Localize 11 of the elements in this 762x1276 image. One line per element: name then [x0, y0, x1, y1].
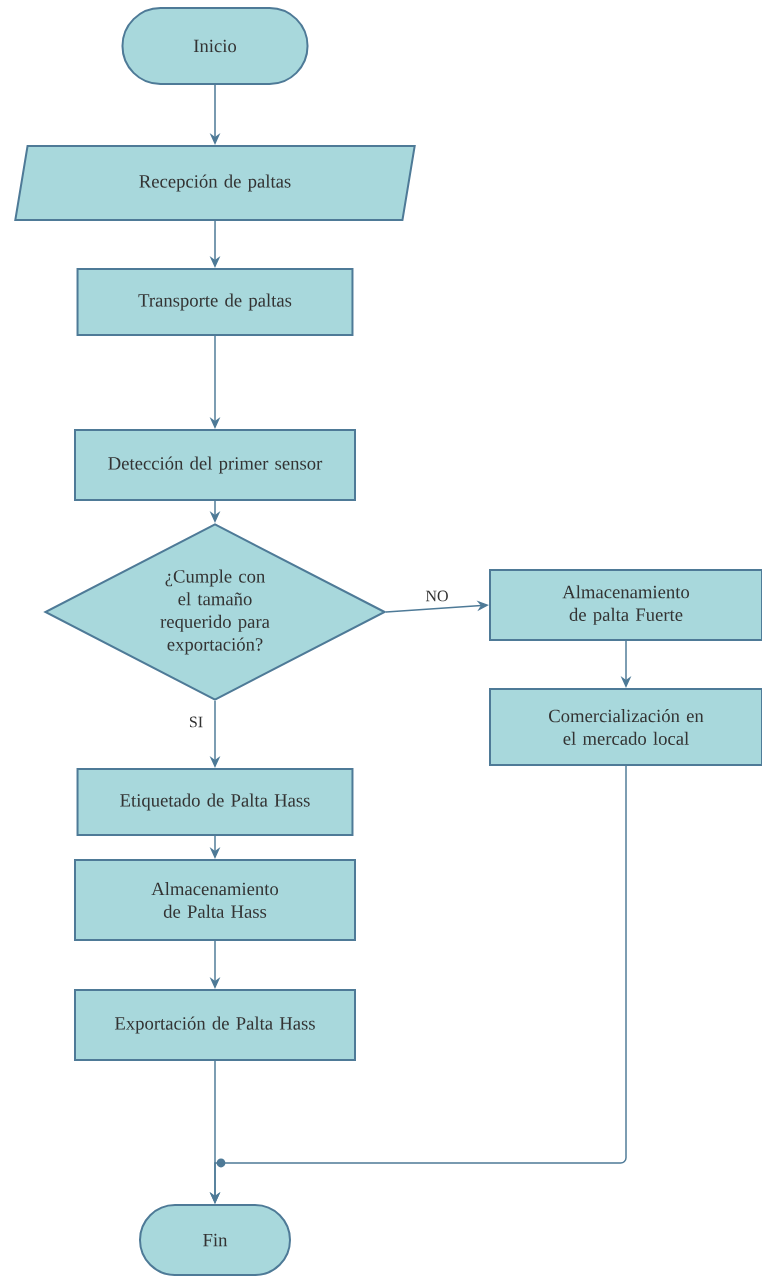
- edge-label: NO: [424, 589, 450, 603]
- process-box: Etiquetado de Palta Hass: [76, 768, 354, 836]
- process-box: Transporte de paltas: [76, 268, 354, 336]
- process-box: Almacenamiento de Palta Hass: [74, 859, 356, 941]
- edge-label: SI: [187, 715, 205, 729]
- terminal-oval: Fin: [139, 1204, 291, 1276]
- process-box: Exportación de Palta Hass: [74, 989, 356, 1061]
- process-box: Almacenamiento de palta Fuerte: [489, 569, 762, 641]
- process-box: Detección del primer sensor: [74, 429, 356, 501]
- process-box: Comercialización en el mercado local: [489, 688, 762, 766]
- data-parallelogram: Recepción de paltas: [14, 145, 416, 221]
